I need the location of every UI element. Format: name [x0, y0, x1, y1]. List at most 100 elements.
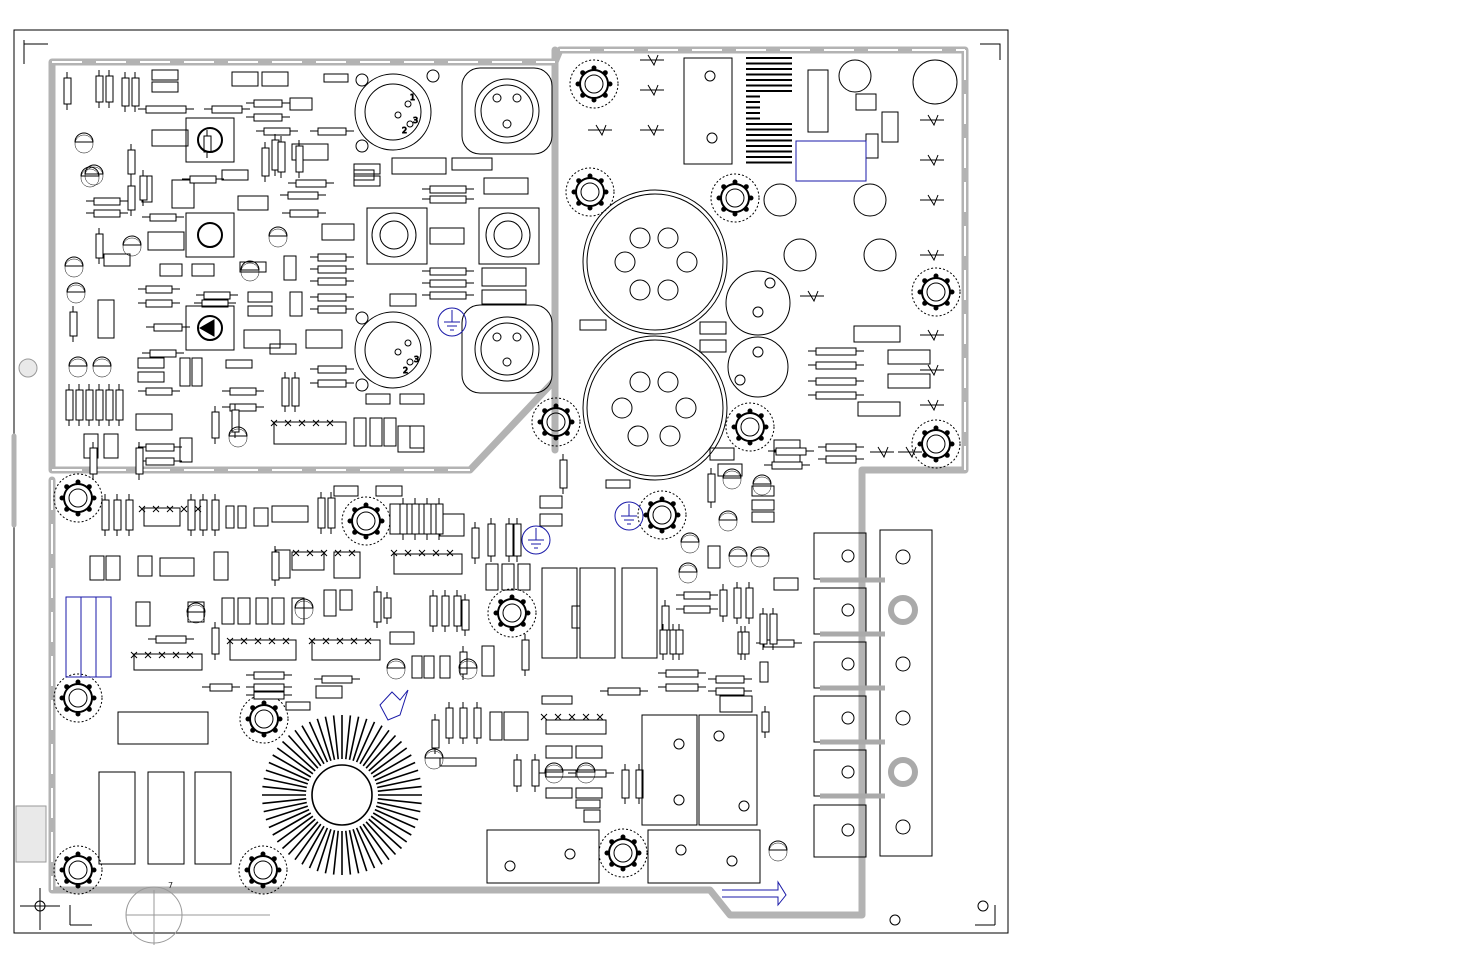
mounting-hole-via: [364, 503, 368, 507]
diode-mark-stroke: [640, 125, 664, 135]
axial-component: [212, 406, 219, 444]
transistor-outline: [187, 605, 205, 623]
resistor-or-capacitor: [700, 322, 726, 334]
toroid-winding: [264, 778, 307, 787]
axial-component: [96, 70, 103, 108]
resistor-or-capacitor: [502, 564, 514, 590]
axial-component: [222, 404, 264, 411]
component-body: [254, 684, 284, 691]
transistor: [93, 357, 111, 377]
ic-pin-mark: [269, 638, 275, 644]
resistor-or-capacitor: [192, 264, 214, 276]
ic-pin-mark: [327, 420, 333, 426]
mounting-hole-via: [945, 431, 949, 435]
axial-component: [318, 492, 325, 534]
axial-component: [454, 590, 461, 632]
diode-mark: [920, 250, 944, 260]
mounting-hole-drill: [927, 283, 945, 301]
mounting-hole-via: [722, 185, 726, 189]
toroid-winding: [264, 803, 307, 812]
component-body: [188, 500, 195, 530]
component-body: [816, 378, 856, 385]
axial-component: [422, 268, 474, 275]
component-body: [430, 268, 466, 275]
mounting-hole-via: [76, 512, 80, 516]
mounting-hole-via: [748, 409, 752, 413]
mounting-hole-via: [60, 496, 64, 500]
axial-component: [90, 442, 97, 480]
resistor-or-capacitor: [482, 268, 526, 286]
mounting-hole-via: [759, 414, 763, 418]
mounting-hole-via: [592, 66, 596, 70]
mounting-hole-drill: [503, 604, 521, 622]
component-body: [514, 524, 521, 556]
ic-pin-mark: [541, 714, 547, 720]
axial-component: [770, 608, 777, 650]
ic-footprint: [131, 652, 193, 658]
axial-component: [128, 144, 135, 180]
axial-component: [292, 372, 299, 412]
axial-component: [70, 306, 77, 342]
diode-mark-stroke: [920, 400, 944, 410]
transistor: [69, 357, 87, 377]
mounting-hole-via: [353, 508, 357, 512]
resistor-or-capacitor: [400, 394, 424, 404]
mounting-hole-via: [934, 458, 938, 462]
transistor: [769, 841, 787, 861]
axial-component: [514, 518, 521, 562]
axial-component: [532, 754, 539, 792]
component-body: [96, 234, 103, 258]
mounting-hole-via: [649, 502, 653, 506]
ic-footprint: [309, 638, 371, 644]
transistor-outline: [723, 471, 741, 489]
axial-component: [658, 684, 706, 691]
mounting-hole-via: [764, 425, 768, 429]
component-body: [146, 300, 172, 307]
mounting-hole-drill: [69, 689, 87, 707]
mounting-hole-via: [918, 290, 922, 294]
ic-pin-mark: [293, 550, 299, 556]
mounting-hole-via: [262, 701, 266, 705]
axial-component: [442, 590, 449, 632]
axial-component: [114, 494, 121, 536]
mounting-hole-via: [272, 857, 276, 861]
diode-mark-stroke: [920, 155, 944, 165]
mounting-hole-via: [945, 279, 949, 283]
axial-component: [138, 444, 182, 451]
mounting-hole-via: [510, 627, 514, 631]
resistor-or-capacitor: [384, 418, 396, 446]
resistor-or-capacitor: [546, 788, 572, 798]
ic-footprint: [271, 420, 333, 426]
xlr-bottom-pin-3-label: 3: [414, 355, 419, 364]
component-body: [292, 378, 299, 406]
component-body: [146, 388, 172, 395]
ic-pin-mark: [153, 506, 159, 512]
component-body: [430, 196, 466, 203]
mounting-hole-via: [604, 190, 608, 194]
mounting-hole: [912, 268, 960, 316]
ic-pin-mark: [569, 714, 575, 720]
resistor-or-capacitor: [286, 702, 310, 710]
resistor-or-capacitor: [244, 330, 280, 348]
component-body: [816, 348, 856, 355]
axial-component: [808, 348, 864, 355]
ic-pin-mark: [181, 506, 187, 512]
component-body: [278, 142, 285, 172]
resistor-or-capacitor: [540, 514, 562, 526]
mounting-hole-via: [610, 840, 614, 844]
resistor-or-capacitor: [718, 464, 742, 476]
diode-mark-stroke: [640, 85, 664, 95]
resistor-or-capacitor: [340, 590, 352, 610]
resistor-or-capacitor: [760, 662, 768, 682]
toroid-winding: [262, 799, 306, 804]
diode-mark-stroke: [920, 250, 944, 260]
resistor-or-capacitor: [576, 746, 602, 758]
mounting-hole-via: [353, 530, 357, 534]
component-body: [230, 388, 256, 395]
component-body: [522, 640, 529, 670]
mounting-hole-via: [65, 707, 69, 711]
component-body: [400, 504, 407, 534]
ic-pin-mark: [365, 638, 371, 644]
toroid-winding: [350, 717, 359, 760]
axial-component: [182, 176, 224, 183]
